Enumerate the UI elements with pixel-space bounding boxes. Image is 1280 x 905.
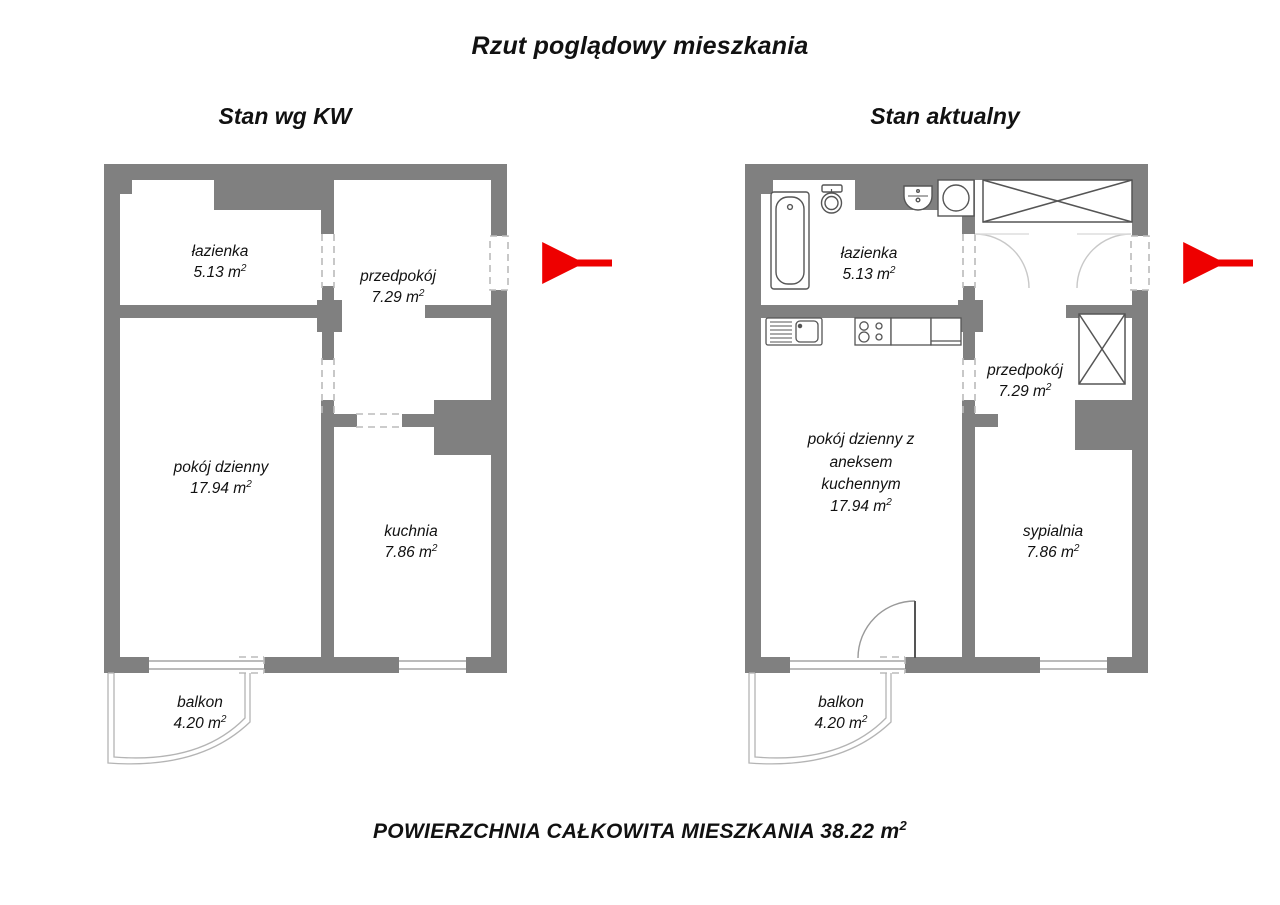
room-area-balkon: 4.20 m2 xyxy=(174,714,227,732)
room-area-pokoj-dzienny: 17.94 m2 xyxy=(190,479,252,497)
room-area-sypialnia: 7.86 m2 xyxy=(1027,543,1080,561)
kitchen-sink-fixture xyxy=(765,317,823,346)
plan-title-kw: Stan wg KW xyxy=(218,103,352,129)
toilet-fixture xyxy=(820,184,843,214)
washbasin-fixture xyxy=(903,185,933,211)
kitchen-cabinet-fixture xyxy=(890,317,962,346)
room-label-lazienka: łazienka xyxy=(192,243,249,260)
wardrobe-fixture-top xyxy=(982,179,1133,223)
wardrobe-fixture-hall xyxy=(1078,313,1126,385)
plan-aktualny-drawing: łazienka 5.13 m2 przedpokój 7.29 m2 pokó… xyxy=(745,164,1253,765)
washing-machine-fixture xyxy=(937,179,975,217)
room-area-kuchnia: 7.86 m2 xyxy=(385,543,438,561)
room-area-pokoj-dzienny-aneks: 17.94 m2 xyxy=(830,497,892,515)
bathtub-fixture xyxy=(770,191,810,290)
door-swing-living-room xyxy=(857,600,916,659)
room-label-kuchnia: kuchnia xyxy=(384,523,438,540)
room-area-lazienka-2: 5.13 m2 xyxy=(843,265,896,283)
plan-aktualny-balcony xyxy=(748,672,892,765)
room-label-sypialnia: sypialnia xyxy=(1023,523,1084,540)
plan-kw-openings xyxy=(239,234,509,674)
room-label-przedpokoj-2: przedpokój xyxy=(986,362,1063,379)
plan-aktualny-windows xyxy=(790,660,1107,670)
room-area-lazienka: 5.13 m2 xyxy=(194,263,247,281)
plan-kw-balcony xyxy=(107,672,251,765)
total-area-exponent: 2 xyxy=(899,818,907,833)
plan-aktualny-door-swings xyxy=(974,233,1132,289)
room-area-przedpokoj: 7.29 m2 xyxy=(372,288,425,306)
stove-fixture xyxy=(854,317,892,346)
plan-aktualny-openings xyxy=(880,234,1150,674)
room-label-pokoj-dzienny-aneks-1: pokój dzienny z xyxy=(807,431,915,448)
room-label-balkon: balkon xyxy=(177,694,223,711)
room-label-lazienka-2: łazienka xyxy=(841,245,898,262)
plan-kw-walls xyxy=(104,164,507,673)
room-label-balkon-2: balkon xyxy=(818,694,864,711)
plan-kw-windows xyxy=(149,660,466,670)
room-area-balkon-2: 4.20 m2 xyxy=(815,714,868,732)
room-label-pokoj-dzienny-aneks-3: kuchennym xyxy=(821,476,900,493)
plan-kw-room-labels: łazienka 5.13 m2 przedpokój 7.29 m2 pokó… xyxy=(173,243,438,732)
room-label-pokoj-dzienny-aneks-2: aneksem xyxy=(830,454,893,471)
room-label-pokoj-dzienny: pokój dzienny xyxy=(173,459,270,476)
page-title: Rzut poglądowy mieszkania xyxy=(471,32,809,60)
plan-title-aktualny: Stan aktualny xyxy=(870,103,1020,129)
room-label-przedpokoj: przedpokój xyxy=(359,268,436,285)
plan-kw-drawing: łazienka 5.13 m2 przedpokój 7.29 m2 pokó… xyxy=(104,164,612,765)
plan-aktualny-room-labels: łazienka 5.13 m2 przedpokój 7.29 m2 pokó… xyxy=(807,245,1084,732)
total-area-caption: POWIERZCHNIA CAŁKOWITA MIESZKANIA 38.22 … xyxy=(0,818,1280,844)
room-area-przedpokoj-2: 7.29 m2 xyxy=(999,382,1052,400)
total-area-text: POWIERZCHNIA CAŁKOWITA MIESZKANIA 38.22 … xyxy=(373,820,900,843)
